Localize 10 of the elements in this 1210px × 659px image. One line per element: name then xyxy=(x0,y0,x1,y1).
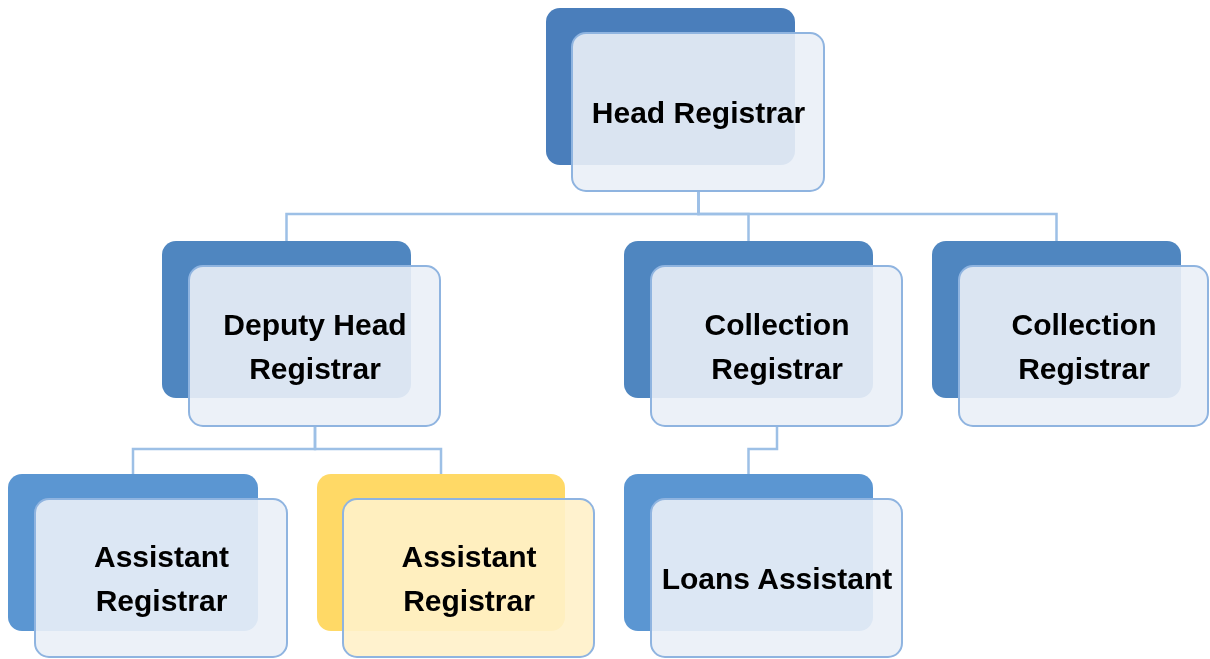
role-title: Deputy Head Registrar xyxy=(222,307,408,387)
role-title: Head Registrar xyxy=(591,94,806,131)
role-title: Assistant Registrar xyxy=(400,539,538,619)
role-title: Collection Registrar xyxy=(703,307,851,387)
role-title: Loans Assistant xyxy=(661,560,893,597)
connector-line xyxy=(747,427,779,474)
role-title: Collection Registrar xyxy=(1010,307,1158,387)
connector-line xyxy=(313,427,443,474)
role-title: Assistant Registrar xyxy=(92,539,230,619)
connector-line xyxy=(697,192,1058,241)
